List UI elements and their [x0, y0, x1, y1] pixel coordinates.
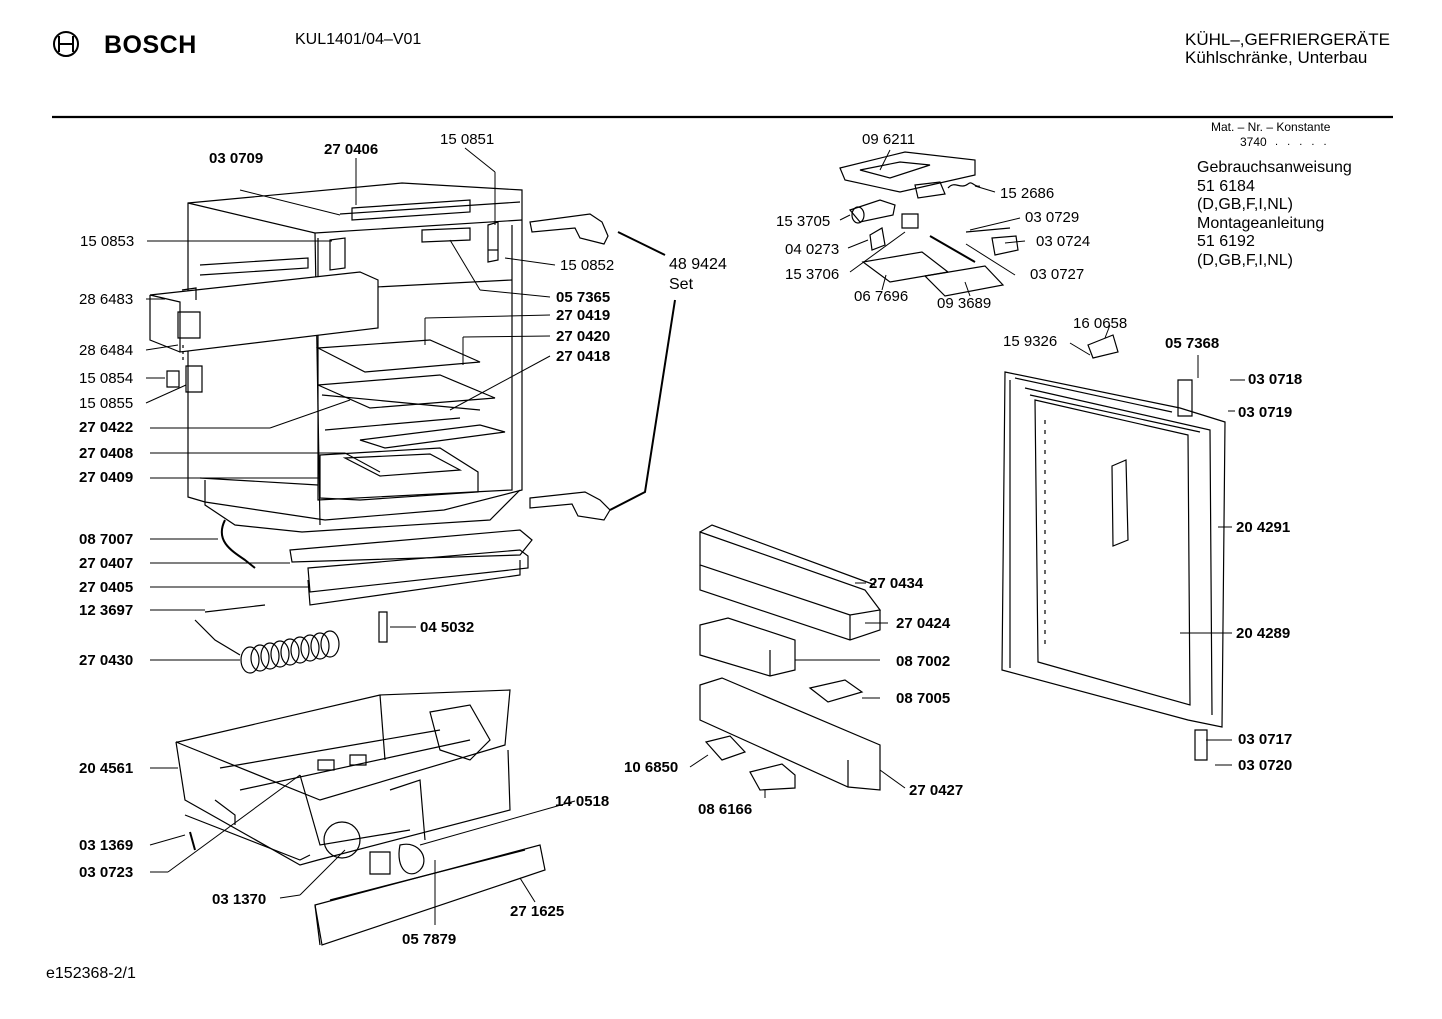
set-bracket [610, 232, 675, 510]
category-line1: KÜHL–,GEFRIERGERÄTE [1185, 30, 1390, 49]
part-label: 08 7002 [896, 653, 951, 670]
part-label: 27 0419 [556, 307, 611, 324]
part-label: 27 0430 [79, 652, 134, 669]
part-label: 27 0424 [896, 615, 951, 632]
part-label: 15 0855 [79, 395, 134, 412]
part-label: 03 0723 [79, 864, 134, 881]
mat-nr-value: 3740 [1240, 135, 1267, 149]
fan-motor-part [190, 822, 424, 874]
part-label: 15 9326 [1003, 333, 1058, 350]
model-number: KUL1401/04–V01 [295, 31, 422, 48]
part-label: 03 0709 [209, 150, 264, 167]
base-strips [222, 520, 532, 605]
part-label: 27 0409 [79, 469, 134, 486]
part-label: 15 0851 [440, 131, 495, 148]
part-label: 28 6484 [79, 342, 134, 359]
part-label: 27 0427 [909, 782, 964, 799]
part-label: 09 3689 [937, 295, 992, 312]
part-label: 15 2686 [1000, 185, 1055, 202]
part-label: 10 6850 [624, 759, 679, 776]
part-label: 08 6166 [698, 801, 753, 818]
fridge-cabinet [188, 183, 522, 532]
door-assembly [1002, 335, 1225, 760]
door-shelves [700, 525, 880, 790]
part-label: 06 7696 [854, 288, 909, 305]
bracket-part-15-0854 [167, 345, 202, 392]
part-label: 14 0518 [555, 793, 610, 810]
install-title: Montageanleitung [1197, 215, 1325, 232]
part-label: 28 6483 [79, 291, 134, 308]
part-label: 03 0720 [1238, 757, 1293, 774]
part-label: 08 7007 [79, 531, 134, 548]
base-frame-tray [176, 690, 510, 865]
part-label: 27 1625 [510, 903, 565, 920]
part-label: 15 3706 [785, 266, 840, 283]
part-label: 27 0418 [556, 348, 611, 365]
part-label: 03 0718 [1248, 371, 1303, 388]
part-label: 12 3697 [79, 602, 134, 619]
part-label: 27 0408 [79, 445, 134, 462]
part-label: 03 0724 [1036, 233, 1091, 250]
part-label: Set [669, 276, 694, 293]
plinth-cover [315, 845, 545, 945]
thermostat-group [840, 152, 1018, 296]
part-label: 04 5032 [420, 619, 475, 636]
hinge-top [530, 214, 608, 244]
part-label: 27 0407 [79, 555, 134, 572]
part-label: 16 0658 [1073, 315, 1128, 332]
part-label: 20 4289 [1236, 625, 1291, 642]
install-langs: (D,GB,F,I,NL) [1197, 252, 1294, 269]
bosch-logo-mark [54, 32, 78, 56]
manual-langs: (D,GB,F,I,NL) [1197, 196, 1294, 213]
heater-coil [195, 605, 387, 673]
part-label: 15 0854 [79, 370, 134, 387]
mat-nr-dots: . . . . . [1275, 136, 1330, 148]
part-label: 03 0727 [1030, 266, 1085, 283]
part-label: 03 0729 [1025, 209, 1080, 226]
category-line2: Kühlschränke, Unterbau [1185, 48, 1368, 67]
part-label: 27 0434 [869, 575, 924, 592]
install-number: 51 6192 [1197, 233, 1255, 250]
part-label: 20 4561 [79, 760, 134, 777]
part-label: 20 4291 [1236, 519, 1291, 536]
part-label: 03 0719 [1238, 404, 1293, 421]
leader-lines [146, 148, 1245, 925]
part-label: 27 0405 [79, 579, 134, 596]
brand-wordmark: BOSCH [104, 31, 197, 59]
manual-number: 51 6184 [1197, 178, 1255, 195]
manual-title: Gebrauchsanweisung [1197, 159, 1352, 176]
part-label: 15 3705 [776, 213, 831, 230]
mat-nr-title: Mat. – Nr. – Konstante [1211, 120, 1331, 134]
control-panel-part [150, 272, 378, 352]
document-id: e152368-2/1 [46, 965, 136, 982]
part-label: 03 1370 [212, 891, 267, 908]
part-label: 08 7005 [896, 690, 951, 707]
part-label: 27 0422 [79, 419, 134, 436]
part-label: 03 1369 [79, 837, 134, 854]
hinge-bottom [530, 492, 610, 520]
part-label: 15 0853 [80, 233, 135, 250]
part-label: 03 0717 [1238, 731, 1293, 748]
part-label: 27 0420 [556, 328, 611, 345]
part-label: 09 6211 [862, 131, 916, 148]
part-label: 05 7879 [402, 931, 457, 948]
part-label: 05 7365 [556, 289, 611, 306]
part-label: 27 0406 [324, 141, 379, 158]
part-label: 48 9424 [669, 256, 727, 273]
part-label: 15 0852 [560, 257, 615, 274]
part-label: 04 0273 [785, 241, 840, 258]
part-label: 05 7368 [1165, 335, 1220, 352]
